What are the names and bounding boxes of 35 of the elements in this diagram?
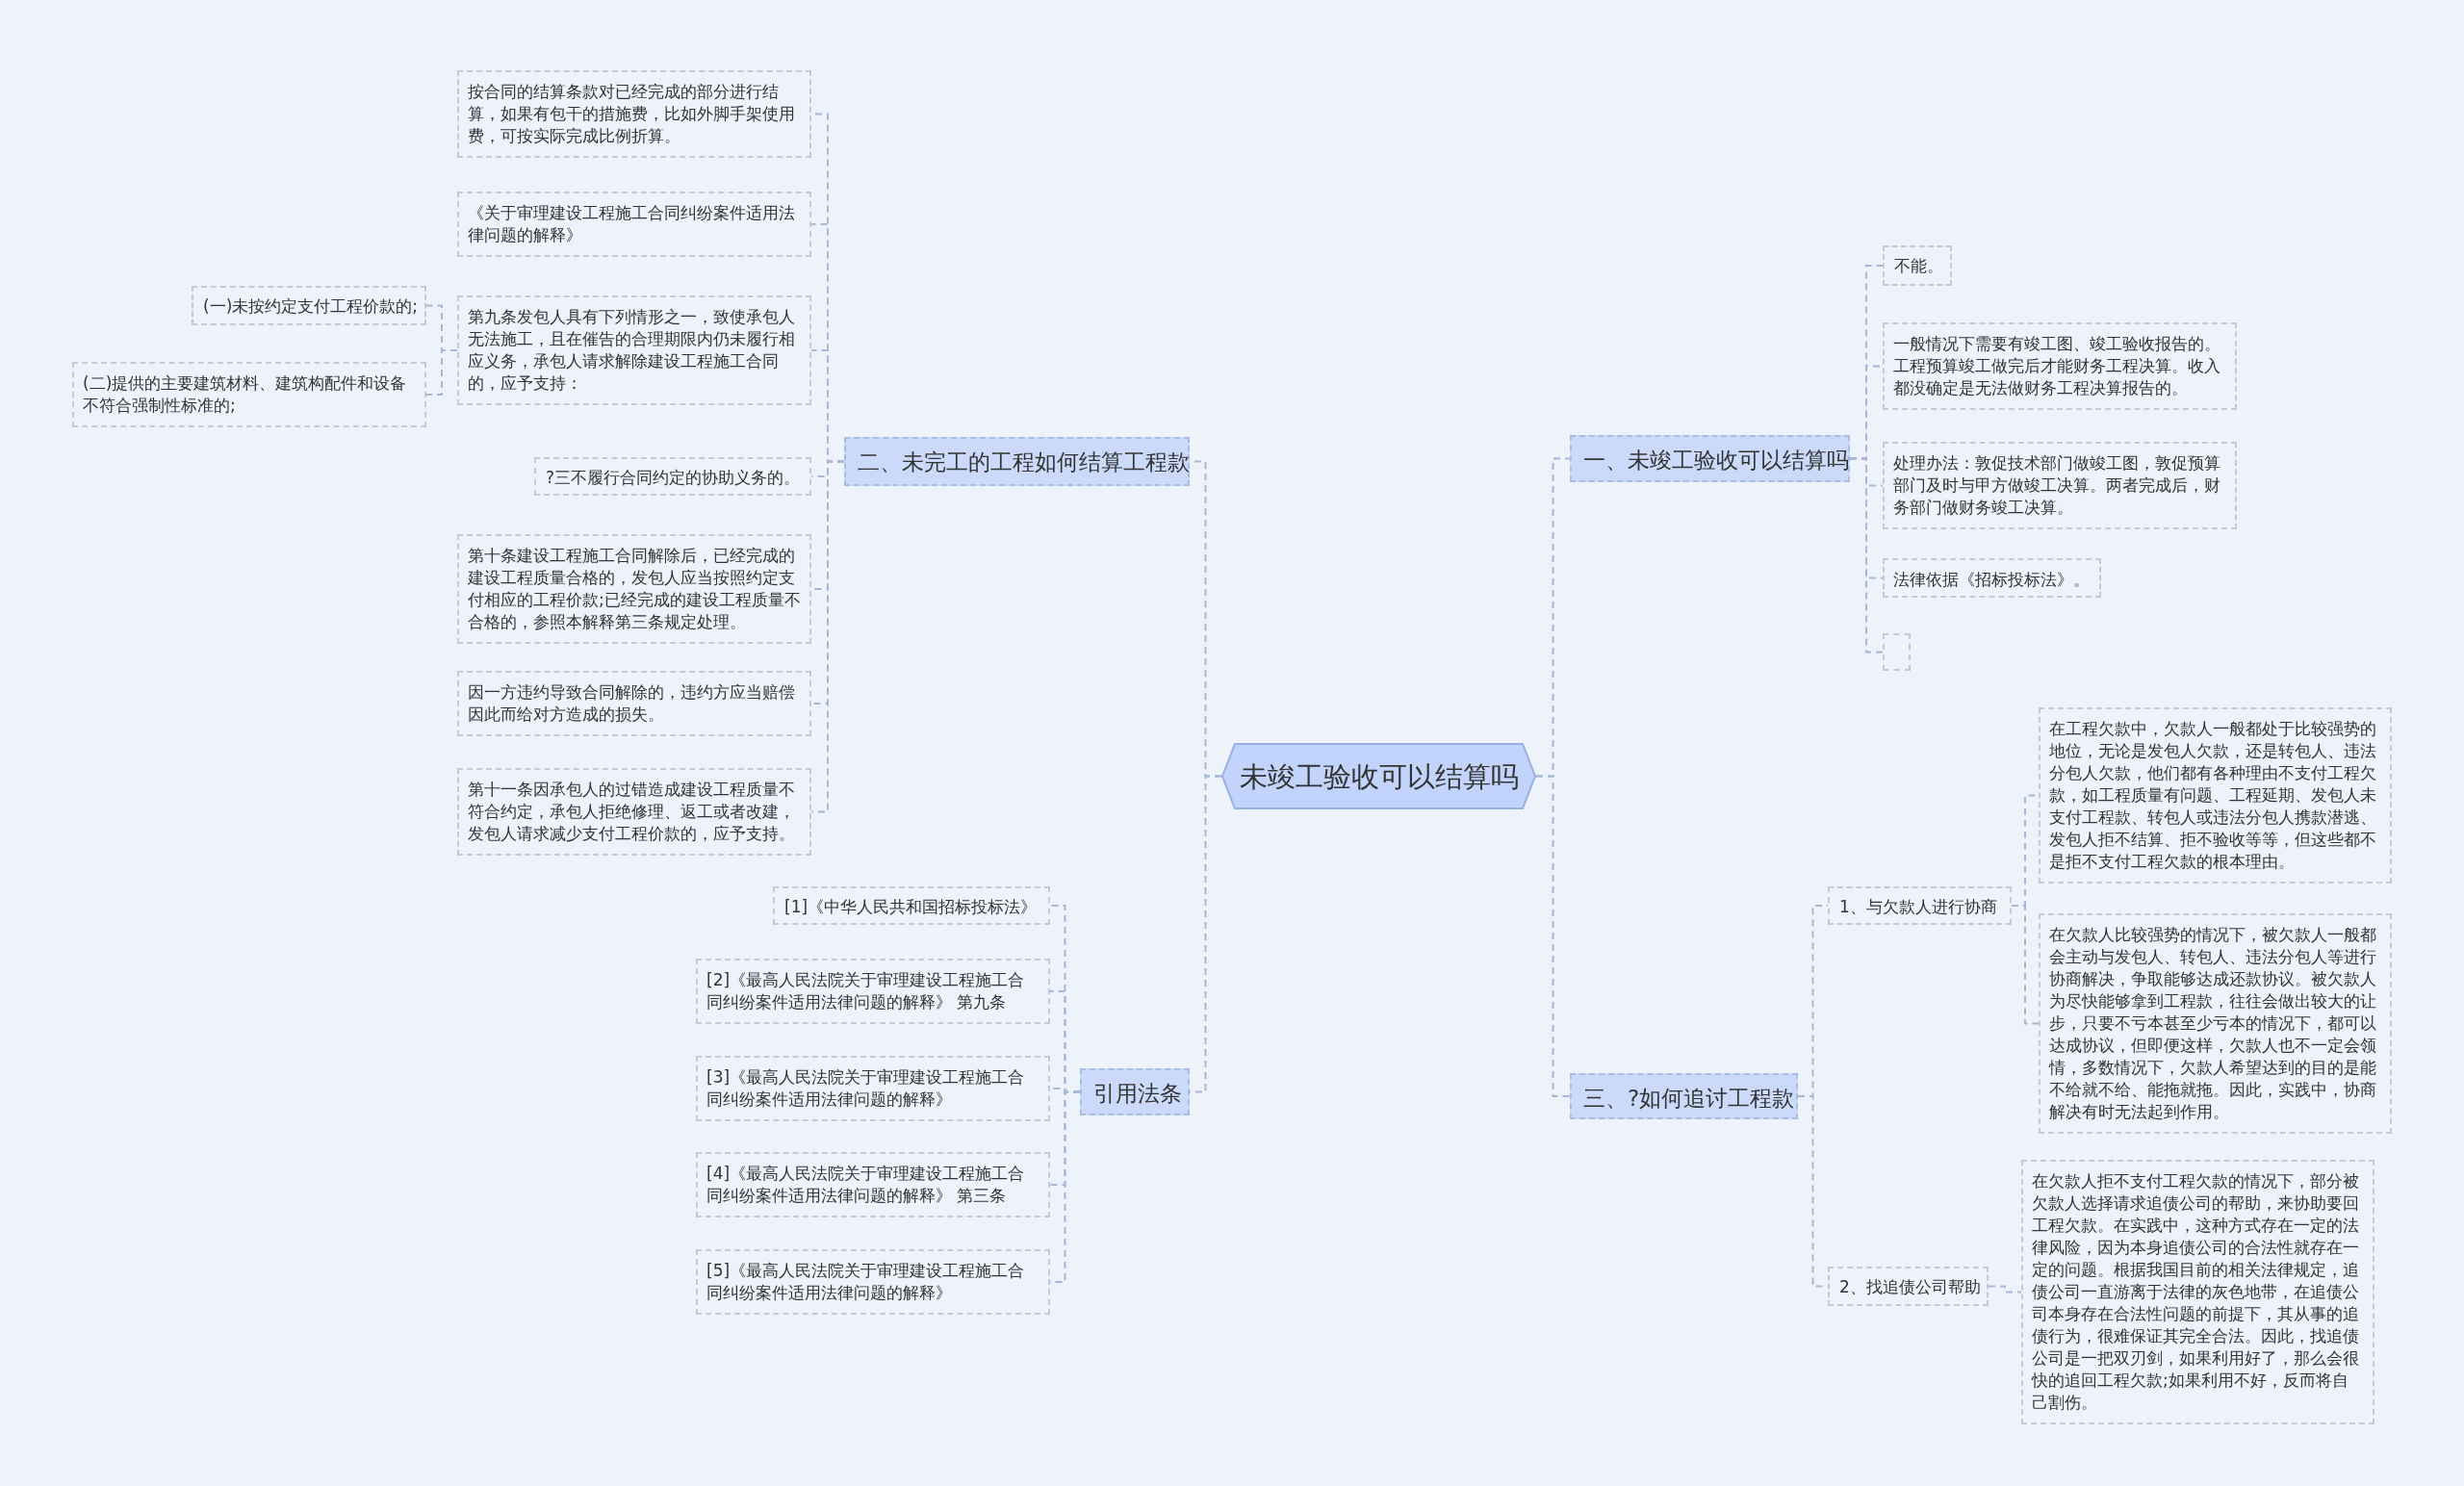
subtopic-box: 2、找追债公司帮助 xyxy=(1828,1267,1989,1306)
note-box: 第十一条因承包人的过错造成建设工程质量不符合约定，承包人拒绝修理、返工或者改建，发包人请求减少支付工程价款的，应予支持。 xyxy=(457,768,811,856)
note-box: 在工程欠款中，欠款人一般都处于比较强势的地位，无论是发包人欠款，还是转包人、违法分包人欠款，他们都有各种理由不支付工程欠款，如工程质量有问题、工程延期、发包人未支付工程款、转包人或违法分包人携款潜逃、发包人拒不结算、拒不验收等等，但这些都不是拒不支付工程欠款的根本理由。 xyxy=(2039,707,2392,884)
topic-box: 二、未完工的工程如何结算工程款 xyxy=(844,437,1190,486)
subtopic-box: (一)未按约定支付工程价款的; xyxy=(192,286,426,325)
connector-line xyxy=(2011,905,2040,1025)
topic-box: 三、?如何追讨工程款 xyxy=(1570,1073,1798,1119)
note-box: 在欠款人比较强势的情况下，被欠款人一般都会主动与发包人、转包人、违法分包人等进行协商解决，争取能够达成还款协议。被欠款人为尽快能够拿到工程款，往往会做出较大的让步，只要不亏本甚至少亏本的情况下，都可以达成协议，但即便这样，欠款人也不一定会领情，多数情况下，欠款人希望达到的目的是能不给就不给、能拖就拖。因此，实践中，协商解决有时无法起到作用。 xyxy=(2039,913,2392,1134)
note-box: 一般情况下需要有竣工图、竣工验收报告的。工程预算竣工做完后才能财务工程决算。收入都没确定是无法做财务工程决算报告的。 xyxy=(1883,322,2237,410)
subtopic-box: [1]《中华人民共和国招标投标法》 xyxy=(773,886,1050,925)
topic-box: 一、未竣工验收可以结算吗 xyxy=(1570,435,1850,482)
connector-line xyxy=(1535,775,1571,1097)
note-box: [2]《最高人民法院关于审理建设工程施工合同纠纷案件适用法律问题的解释》 第九条 xyxy=(696,959,1050,1024)
connector-line xyxy=(1049,1090,1081,1283)
note-box: [3]《最高人民法院关于审理建设工程施工合同纠纷案件适用法律问题的解释》 xyxy=(696,1056,1050,1121)
note-box: 在欠款人拒不支付工程欠款的情况下，部分被欠款人选择请求追债公司的帮助，来协助要回工程欠款。在实践中，这种方式存在一定的法律风险，因为本身追债公司的合法性就存在一定的问题。根据我国目前的相关法律规定，追债公司一直游离于法律的灰色地带，在追债公司本身存在合法性问题的前提下，其从事的追债行为，很难保证其完全合法。因此，找追债公司是一把双刃剑，如果利用好了，那么会很快的追回工程欠款;如果利用不好，反而将自己割伤。 xyxy=(2021,1160,2374,1424)
topic-box: 引用法条 xyxy=(1080,1068,1190,1115)
note-box: 法律依据《招标投标法》。 xyxy=(1883,558,2101,598)
subtopic-box: 1、与欠款人进行协商 xyxy=(1828,886,2012,925)
note-box: 《关于审理建设工程施工合同纠纷案件适用法律问题的解释》 xyxy=(457,192,811,257)
note-box: [5]《最高人民法院关于审理建设工程施工合同纠纷案件适用法律问题的解释》 xyxy=(696,1249,1050,1315)
connector-line xyxy=(425,349,458,396)
subtopic-box: ?三不履行合同约定的协助义务的。 xyxy=(534,457,811,496)
note-box: 处理办法：敦促技术部门做竣工图，敦促预算部门及时与甲方做竣工决算。两者完成后，财务部门做财务竣工决算。 xyxy=(1883,442,2237,529)
note-box: [4]《最高人民法院关于审理建设工程施工合同纠纷案件适用法律问题的解释》 第三条 xyxy=(696,1152,1050,1217)
empty-box xyxy=(1883,633,1911,671)
note-box: (二)提供的主要建筑材料、建筑构配件和设备不符合强制性标准的; xyxy=(72,362,426,427)
connector-line xyxy=(1988,1285,2022,1294)
connector-line xyxy=(1849,457,1884,653)
note-box: 按合同的结算条款对已经完成的部分进行结算，如果有包干的措施费，比如外脚手架使用费，可按实际完成比例折算。 xyxy=(457,70,811,158)
note-box: 第十条建设工程施工合同解除后，已经完成的建设工程质量合格的，发包人应当按照约定支付相应的工程价款;已经完成的建设工程质量不合格的，参照本解释第三条规定处理。 xyxy=(457,534,811,644)
note-box: 因一方违约导致合同解除的，违约方应当赔偿因此而给对方造成的损失。 xyxy=(457,671,811,736)
subtopic-box: 不能。 xyxy=(1883,245,1952,286)
central-topic-box: 未竣工验收可以结算吗 xyxy=(1221,743,1536,809)
note-box: 第九条发包人具有下列情形之一，致使承包人无法施工，且在催告的合理期限内仍未履行相应义务，承包人请求解除建设工程施工合同的，应予支持： xyxy=(457,295,811,405)
